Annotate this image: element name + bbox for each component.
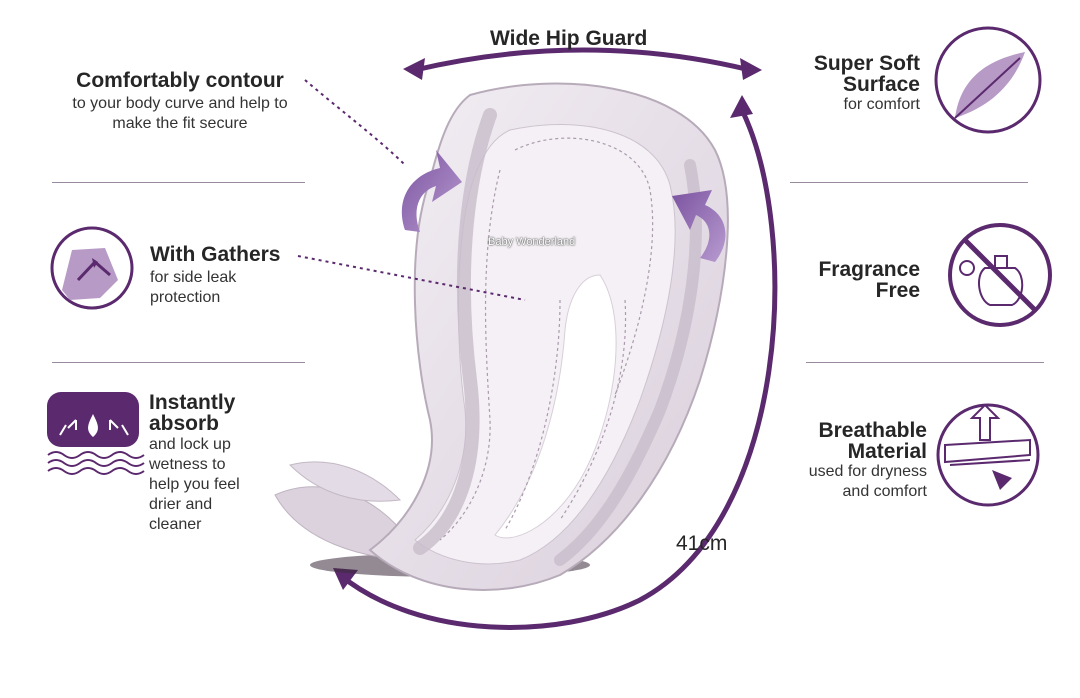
absorb-feature: Instantly absorb and lock up wetness to …	[149, 392, 289, 535]
wide-hip-guard-label: Wide Hip Guard	[490, 27, 648, 50]
gathers-title: With Gathers	[150, 243, 281, 266]
fragrance-free-feature: Fragrance Free	[760, 259, 920, 301]
breathable-feature: Breathable Material used for dryness and…	[760, 420, 927, 502]
breathable-title-line2: Material	[847, 440, 927, 463]
breathable-subtitle-line1: used for dryness	[808, 463, 927, 480]
absorb-subtitle-line4: drier and	[149, 496, 213, 513]
right-divider-top	[790, 182, 1028, 183]
contour-subtitle: to your body curve and help to make the …	[72, 95, 288, 132]
contour-feature: Comfortably contour to your body curve a…	[55, 70, 305, 134]
absorb-icon	[47, 392, 145, 475]
soft-surface-feature: Super Soft Surface for comfort	[760, 53, 920, 115]
gathers-curl-arrow-icon	[672, 190, 726, 262]
breathable-subtitle-line2: and comfort	[842, 483, 927, 500]
no-fragrance-icon	[948, 223, 1052, 327]
gathers-subtitle-line1: for side leak	[150, 269, 237, 286]
absorb-subtitle-line1: and lock up	[149, 436, 231, 453]
gathers-feature: With Gathers for side leak protection	[150, 244, 310, 308]
absorb-subtitle-line2: wetness to	[149, 456, 226, 473]
contour-title: Comfortably contour	[76, 69, 284, 92]
contour-curl-arrow-icon	[401, 150, 462, 232]
breathable-title-line1: Breathable	[818, 419, 927, 442]
fragrance-title-line1: Fragrance	[818, 258, 920, 281]
left-divider-top	[52, 182, 305, 183]
breathable-icon	[936, 403, 1040, 507]
sanitary-pad-illustration	[274, 82, 729, 591]
absorb-subtitle-line3: help you feel	[149, 476, 240, 493]
soft-title-line2: Surface	[842, 73, 920, 96]
gathers-icon	[50, 226, 134, 310]
absorb-title-line2: absorb	[149, 412, 220, 435]
absorb-title-line1: Instantly	[149, 391, 236, 414]
left-divider-bottom	[52, 362, 305, 363]
right-divider-bottom	[806, 362, 1044, 363]
watermark-text: Baby Wonderland	[488, 236, 576, 248]
feather-icon	[934, 26, 1042, 134]
gathers-subtitle-line2: protection	[150, 289, 221, 306]
length-label: 41cm	[676, 532, 728, 555]
absorb-subtitle-line5: cleaner	[149, 516, 202, 533]
contour-leader-line	[304, 79, 406, 166]
soft-subtitle: for comfort	[843, 96, 920, 113]
hip-guard-arrow-icon	[403, 47, 762, 80]
fragrance-title-line2: Free	[875, 279, 920, 302]
soft-title-line1: Super Soft	[813, 52, 920, 75]
